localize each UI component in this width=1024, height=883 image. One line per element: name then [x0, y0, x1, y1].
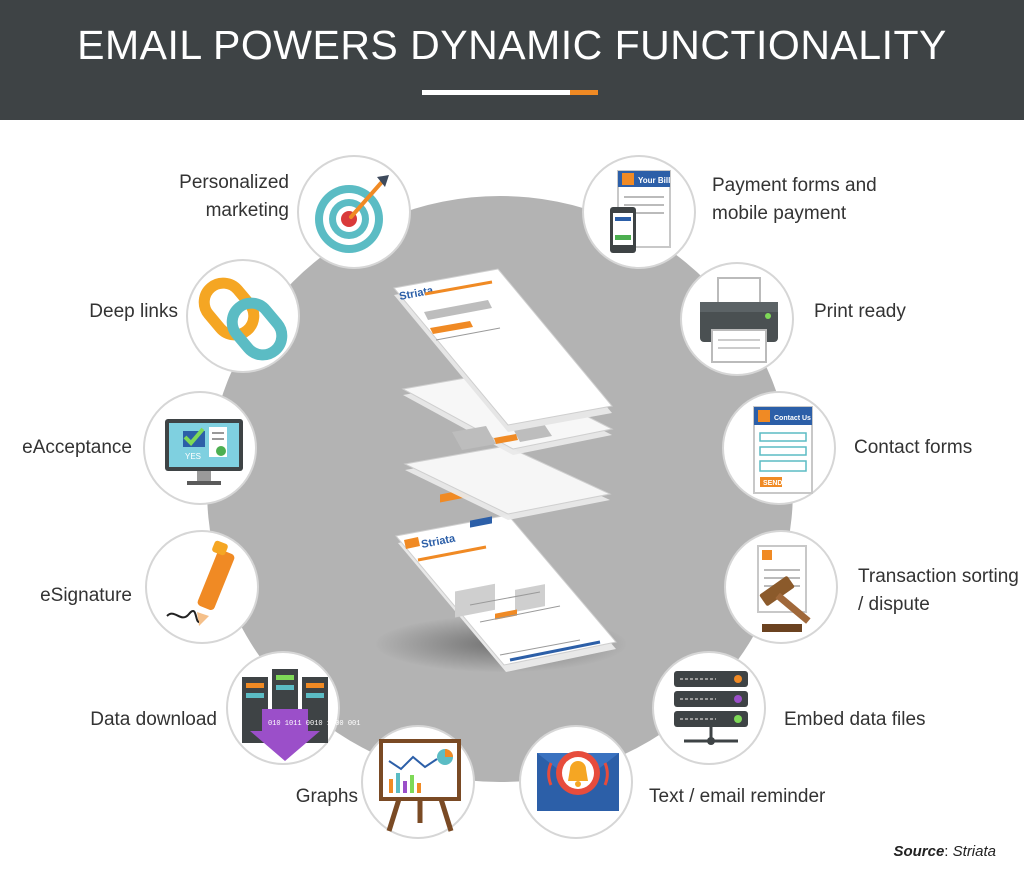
print-ready-icon-circle — [680, 262, 794, 376]
label-print-ready: Print ready — [814, 301, 906, 322]
your-bill-text: Your Bill — [638, 176, 670, 185]
deep-links-icon-circle — [186, 259, 300, 373]
page-title: EMAIL POWERS DYNAMIC FUNCTIONALITY — [77, 22, 947, 68]
source-value: Striata — [952, 843, 996, 860]
payment-forms-icon-circle: Your Bill — [582, 155, 696, 269]
source-label: Source — [893, 843, 945, 860]
server-rack-icon — [674, 671, 748, 745]
label-text: Transaction sorting / dispute — [858, 566, 1019, 615]
printer-icon — [700, 277, 778, 363]
graphs-icon-circle — [361, 725, 475, 839]
contact-us-text: Contact Us — [774, 415, 811, 422]
label-contact-forms: Contact forms — [854, 437, 973, 458]
easel-chart-icon — [379, 739, 461, 832]
transaction-dispute-icon-circle — [724, 530, 838, 644]
email-layer-middle-low — [403, 445, 612, 520]
send-text: SEND — [763, 480, 782, 487]
embed-data-files-icon-circle — [652, 651, 766, 765]
label-deep-links: Deep links — [89, 301, 178, 322]
label-transaction-dispute: Transaction sorting / dispute — [858, 563, 1023, 619]
yes-label: YES — [185, 452, 201, 461]
email-layer-bottom: Striata — [395, 488, 617, 672]
source-credit: Source: Striata — [893, 843, 996, 860]
contact-form-icon: Contact Us SEND — [753, 406, 813, 494]
label-payment-forms: Payment forms and mobile payment — [712, 172, 902, 228]
label-eacceptance: eAcceptance — [22, 437, 132, 458]
label-personalized-marketing: Personalized marketing — [89, 169, 289, 225]
label-graphs: Graphs — [295, 786, 358, 807]
server-download-icon: 010 1011 0010 1100 001 — [242, 669, 360, 761]
personalized-marketing-icon-circle — [297, 155, 411, 269]
title-underline — [422, 90, 570, 95]
label-text: Personalized marketing — [179, 172, 289, 221]
monitor-checklist-icon: YES — [165, 419, 243, 485]
target-icon — [315, 175, 389, 253]
text-email-reminder-icon-circle — [519, 725, 633, 839]
gavel-document-icon — [757, 545, 811, 632]
label-text-email-reminder: Text / email reminder — [649, 786, 826, 807]
data-download-icon-circle: 010 1011 0010 1100 001 — [226, 651, 360, 765]
contact-forms-icon-circle: Contact Us SEND — [722, 391, 836, 505]
label-esignature: eSignature — [40, 585, 132, 606]
pen-icon — [166, 540, 235, 626]
envelope-bell-icon — [537, 751, 619, 811]
header-banner: EMAIL POWERS DYNAMIC FUNCTIONALITY — [0, 0, 1024, 120]
bill-phone-icon: Your Bill — [610, 170, 671, 253]
esignature-icon-circle — [145, 530, 259, 644]
label-embed-data-files: Embed data files — [784, 709, 926, 730]
title-underline-accent — [570, 90, 598, 95]
binary-text: 010 1011 0010 1100 001 — [268, 720, 360, 728]
label-data-download: Data download — [90, 709, 217, 730]
label-text: Payment forms and mobile payment — [712, 175, 877, 224]
eacceptance-icon-circle: YES — [143, 391, 257, 505]
email-layer-top: Striata — [393, 268, 613, 432]
chain-link-icon — [198, 277, 288, 361]
